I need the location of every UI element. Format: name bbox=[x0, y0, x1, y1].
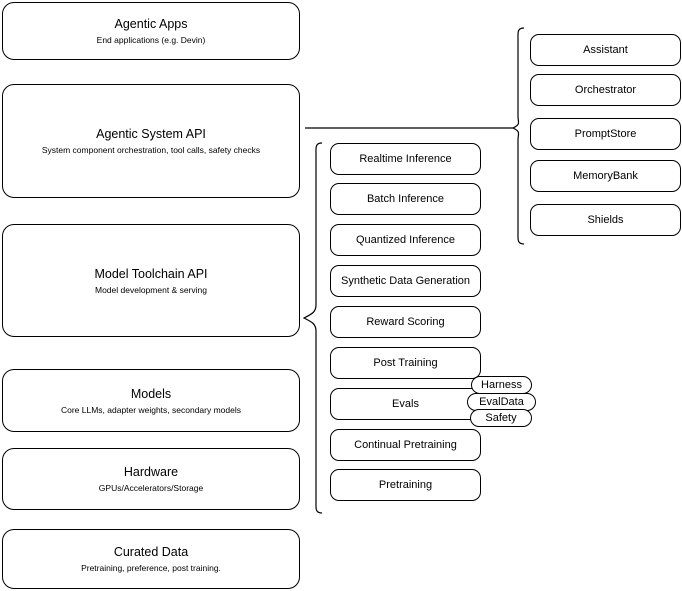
evals-subcomponent-harness[interactable]: Harness bbox=[471, 376, 532, 394]
evals-subcomponent-safety[interactable]: Safety bbox=[470, 409, 532, 427]
stack-layer-hardware[interactable]: Hardware GPUs/Accelerators/Storage bbox=[2, 448, 300, 510]
stack-layer-subtitle: Model development & serving bbox=[95, 284, 207, 295]
toolchain-capability-batch-inference[interactable]: Batch Inference bbox=[330, 183, 481, 215]
stack-layer-curated-data[interactable]: Curated Data Pretraining, preference, po… bbox=[2, 529, 300, 589]
stack-layer-title: Curated Data bbox=[113, 545, 189, 559]
stack-layer-title: Agentic System API bbox=[96, 127, 206, 141]
stack-layer-subtitle: Pretraining, preference, post training. bbox=[81, 563, 221, 573]
toolchain-brace bbox=[302, 142, 323, 514]
toolchain-capability-synthetic-data-generation[interactable]: Synthetic Data Generation bbox=[330, 265, 481, 297]
toolchain-capability-quantized-inference[interactable]: Quantized Inference bbox=[330, 224, 481, 256]
stack-layer-subtitle: Core LLMs, adapter weights, secondary mo… bbox=[60, 404, 241, 415]
toolchain-capability-pretraining[interactable]: Pretraining bbox=[330, 469, 481, 501]
stack-layer-agentic-apps[interactable]: Agentic Apps End applications (e.g. Devi… bbox=[2, 2, 300, 60]
stack-layer-title: Models bbox=[130, 386, 172, 401]
toolchain-capability-evals[interactable]: Evals bbox=[330, 388, 481, 420]
stack-layer-models[interactable]: Models Core LLMs, adapter weights, secon… bbox=[2, 369, 300, 432]
stack-layer-subtitle: GPUs/Accelerators/Storage bbox=[98, 483, 204, 493]
agentic-components-brace bbox=[511, 27, 525, 245]
stack-layer-subtitle: End applications (e.g. Devin) bbox=[96, 35, 206, 45]
agentic-component-shields[interactable]: Shields bbox=[530, 204, 681, 236]
stack-layer-model-toolchain-api[interactable]: Model Toolchain API Model development & … bbox=[2, 224, 300, 337]
agentic-component-promptstore[interactable]: PromptStore bbox=[530, 118, 681, 150]
stack-layer-title: Agentic Apps bbox=[114, 17, 188, 31]
toolchain-capability-reward-scoring[interactable]: Reward Scoring bbox=[330, 306, 481, 338]
toolchain-capability-continual-pretraining[interactable]: Continual Pretraining bbox=[330, 429, 481, 461]
stack-layer-agentic-system-api[interactable]: Agentic System API System component orch… bbox=[2, 84, 300, 198]
stack-layer-title: Hardware bbox=[123, 465, 179, 479]
agentic-component-memorybank[interactable]: MemoryBank bbox=[530, 160, 681, 192]
toolchain-capability-realtime-inference[interactable]: Realtime Inference bbox=[330, 143, 481, 175]
agentic-component-orchestrator[interactable]: Orchestrator bbox=[530, 74, 681, 106]
stack-layer-subtitle: System component orchestration, tool cal… bbox=[41, 145, 261, 155]
stack-layer-title: Model Toolchain API bbox=[94, 266, 208, 281]
agentic-component-assistant[interactable]: Assistant bbox=[530, 34, 681, 66]
toolchain-capability-post-training[interactable]: Post Training bbox=[330, 347, 481, 379]
